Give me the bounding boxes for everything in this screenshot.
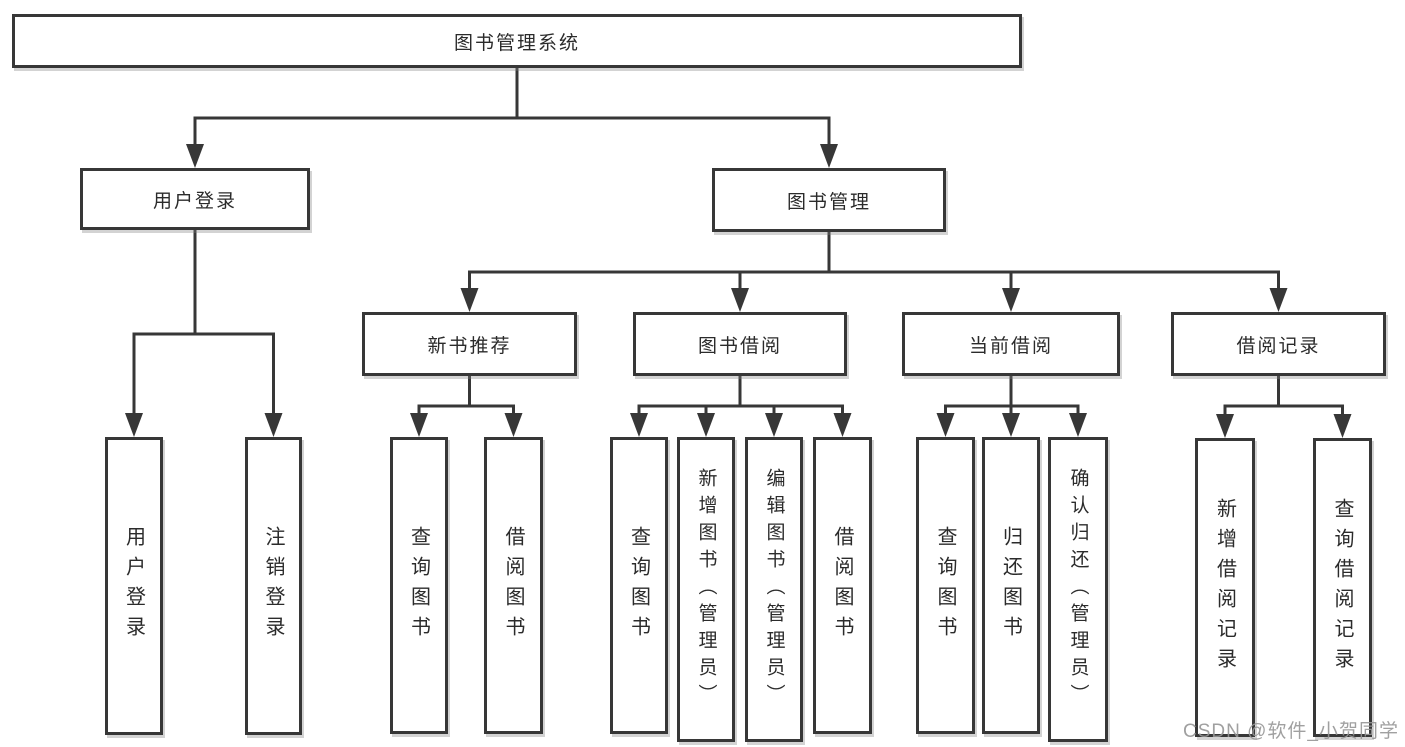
arrowhead-icon [765,413,783,437]
arrowhead-icon [1269,288,1288,312]
arrowhead-icon [264,413,283,437]
node-label: 借阅图书 [502,525,524,646]
arrowhead-icon [460,288,479,312]
node-label: 确认归还（管理员） [1067,468,1089,711]
arrowhead-icon [630,413,648,437]
node-book-borrow: 图书借阅 [633,312,847,376]
arrowhead-icon [1333,414,1352,438]
node-bb-borrow-book: 借阅图书 [813,437,872,734]
node-user-login: 用户登录 [80,168,310,230]
watermark: CSDN @软件_小贺同学 [1183,721,1399,742]
node-label: 注销登录 [262,526,284,646]
arrowhead-icon [1216,414,1234,438]
node-cb-query-book: 查询图书 [916,437,975,734]
node-root: 图书管理系统 [12,14,1022,68]
node-label: 图书管理 [786,191,871,213]
node-br-add-record: 新增借阅记录 [1195,438,1255,737]
node-borrow-record: 借阅记录 [1171,312,1386,376]
arrowhead-icon [820,144,838,168]
node-bb-add-book: 新增图书（管理员） [677,437,735,742]
node-new-book-rec: 新书推荐 [362,312,577,376]
arrowhead-icon [125,413,143,437]
arrowhead-icon [1002,413,1020,437]
node-label: 图书管理系统 [453,32,580,54]
node-label: 用户登录 [152,190,237,212]
node-label: 图书借阅 [697,335,782,357]
node-rec-borrow-book: 借阅图书 [484,437,543,734]
node-logout-action: 注销登录 [245,437,302,735]
node-label: 新书推荐 [427,335,512,357]
node-label: 查询图书 [407,525,430,646]
node-cb-return-book: 归还图书 [982,437,1040,734]
node-label: 编辑图书（管理员） [763,468,785,711]
node-label: 归还图书 [999,525,1022,646]
node-label: 查询借阅记录 [1331,497,1353,678]
arrowhead-icon [1002,288,1020,312]
arrowhead-icon [697,413,715,437]
node-bb-edit-book: 编辑图书（管理员） [745,437,803,742]
node-br-query-record: 查询借阅记录 [1313,438,1372,737]
arrowhead-icon [936,413,955,437]
arrowhead-icon [1069,413,1087,437]
arrowhead-icon [731,288,749,312]
arrowhead-icon [410,413,428,437]
node-bb-query-book: 查询图书 [610,437,668,734]
node-book-mgmt: 图书管理 [712,168,946,232]
node-label: 用户登录 [122,526,145,646]
connector-path [132,66,1344,422]
node-login-action: 用户登录 [105,437,163,735]
node-label: 借阅记录 [1236,335,1321,357]
node-label: 新增借阅记录 [1213,497,1236,678]
arrowhead-icon [833,413,852,437]
arrowhead-icon [504,413,523,437]
node-label: 查询图书 [934,525,956,646]
node-cb-confirm-return: 确认归还（管理员） [1048,437,1108,742]
node-label: 借阅图书 [831,525,853,646]
node-rec-query-book: 查询图书 [390,437,448,734]
node-label: 当前借阅 [968,335,1053,357]
arrowhead-icon [186,144,204,168]
node-current-borrow: 当前借阅 [902,312,1120,376]
node-label: 新增图书（管理员） [695,468,717,711]
node-label: 查询图书 [627,525,650,646]
